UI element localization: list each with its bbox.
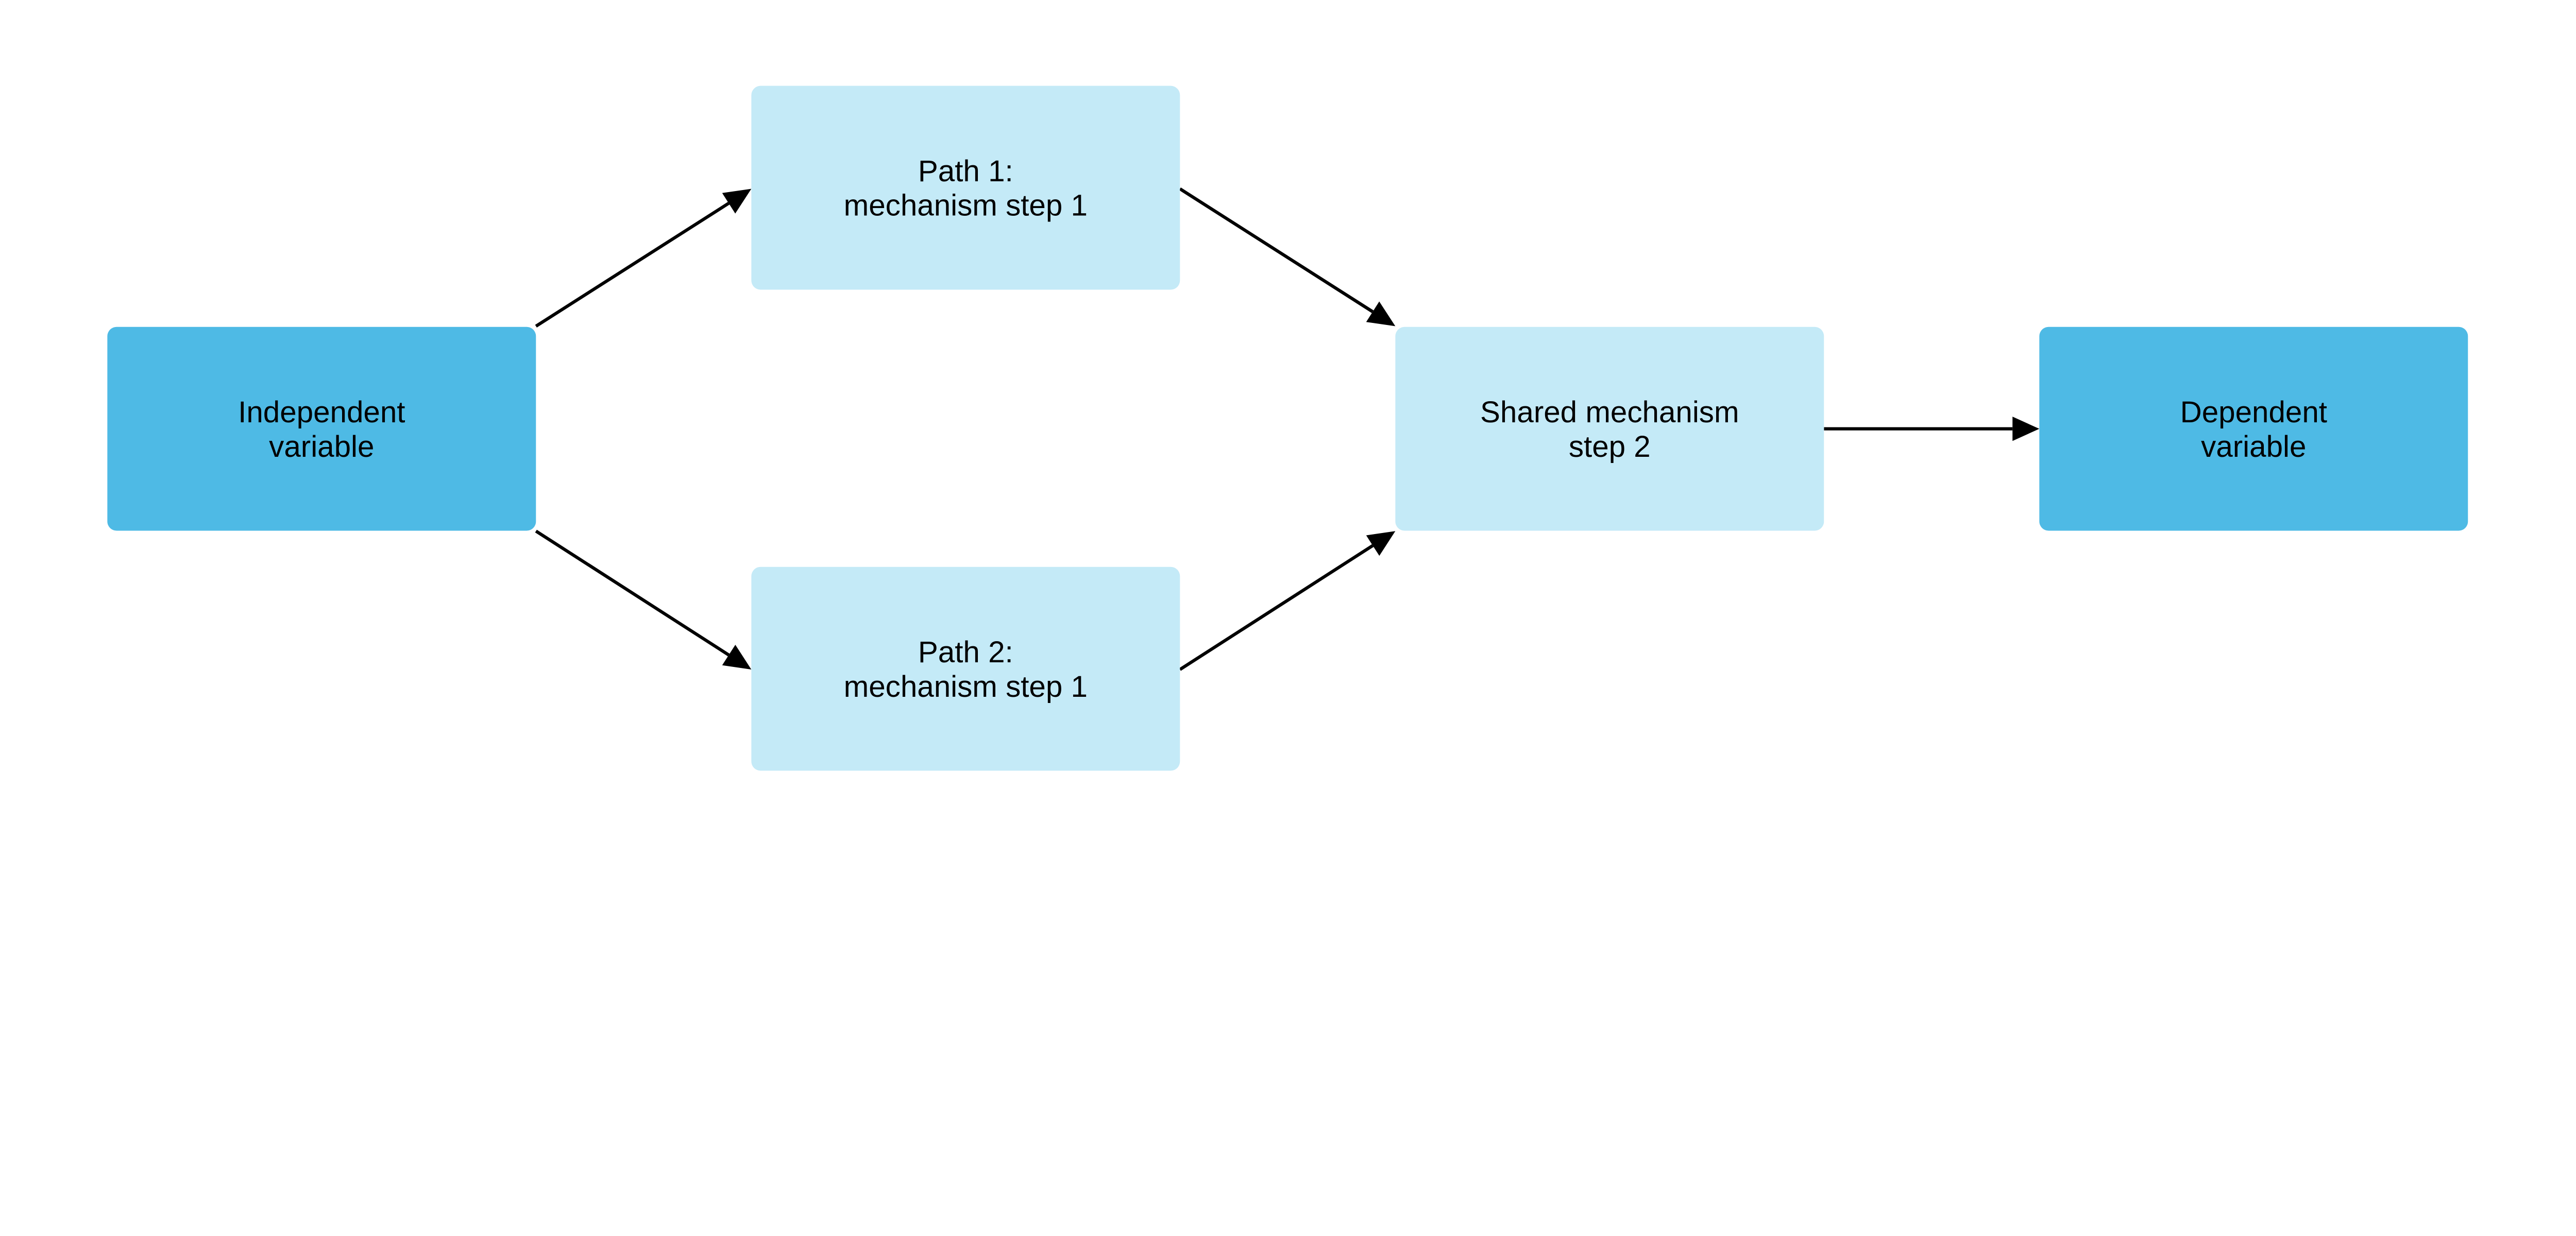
arrowhead-icon — [722, 188, 752, 214]
arrowhead-icon — [1366, 301, 1396, 327]
edge-line — [1179, 544, 1374, 671]
arrowhead-icon — [722, 644, 752, 670]
node-box — [751, 566, 1180, 771]
edge-line — [535, 202, 730, 328]
node-label: Shared mechanism — [1480, 396, 1739, 429]
node-label: Path 1: — [918, 154, 1013, 188]
node-label: mechanism step 1 — [844, 670, 1088, 703]
arrowhead-icon — [1366, 531, 1396, 556]
node-label: Path 2: — [918, 636, 1013, 669]
edge-shared-dv — [1824, 417, 2040, 441]
edge-p1-shared — [1179, 187, 1396, 327]
node-box — [107, 327, 536, 531]
arrowhead-icon — [2012, 417, 2040, 441]
edge-iv-p1 — [535, 188, 752, 328]
edge-p2-shared — [1179, 531, 1396, 671]
edge-iv-p2 — [535, 529, 752, 670]
node-label: step 2 — [1569, 430, 1651, 464]
node-label: Independent — [238, 396, 405, 429]
node-label: mechanism step 1 — [844, 189, 1088, 222]
node-label: variable — [269, 430, 374, 464]
node-box — [1395, 327, 1824, 531]
node-label: Dependent — [2180, 396, 2327, 429]
node-p2: Path 2:mechanism step 1 — [751, 566, 1180, 771]
node-p1: Path 1:mechanism step 1 — [751, 85, 1180, 290]
node-box — [2039, 327, 2468, 531]
edge-line — [1179, 187, 1374, 313]
node-box — [751, 85, 1180, 290]
edge-line — [535, 529, 730, 657]
edges-layer — [535, 187, 2040, 671]
node-label: variable — [2201, 430, 2306, 464]
